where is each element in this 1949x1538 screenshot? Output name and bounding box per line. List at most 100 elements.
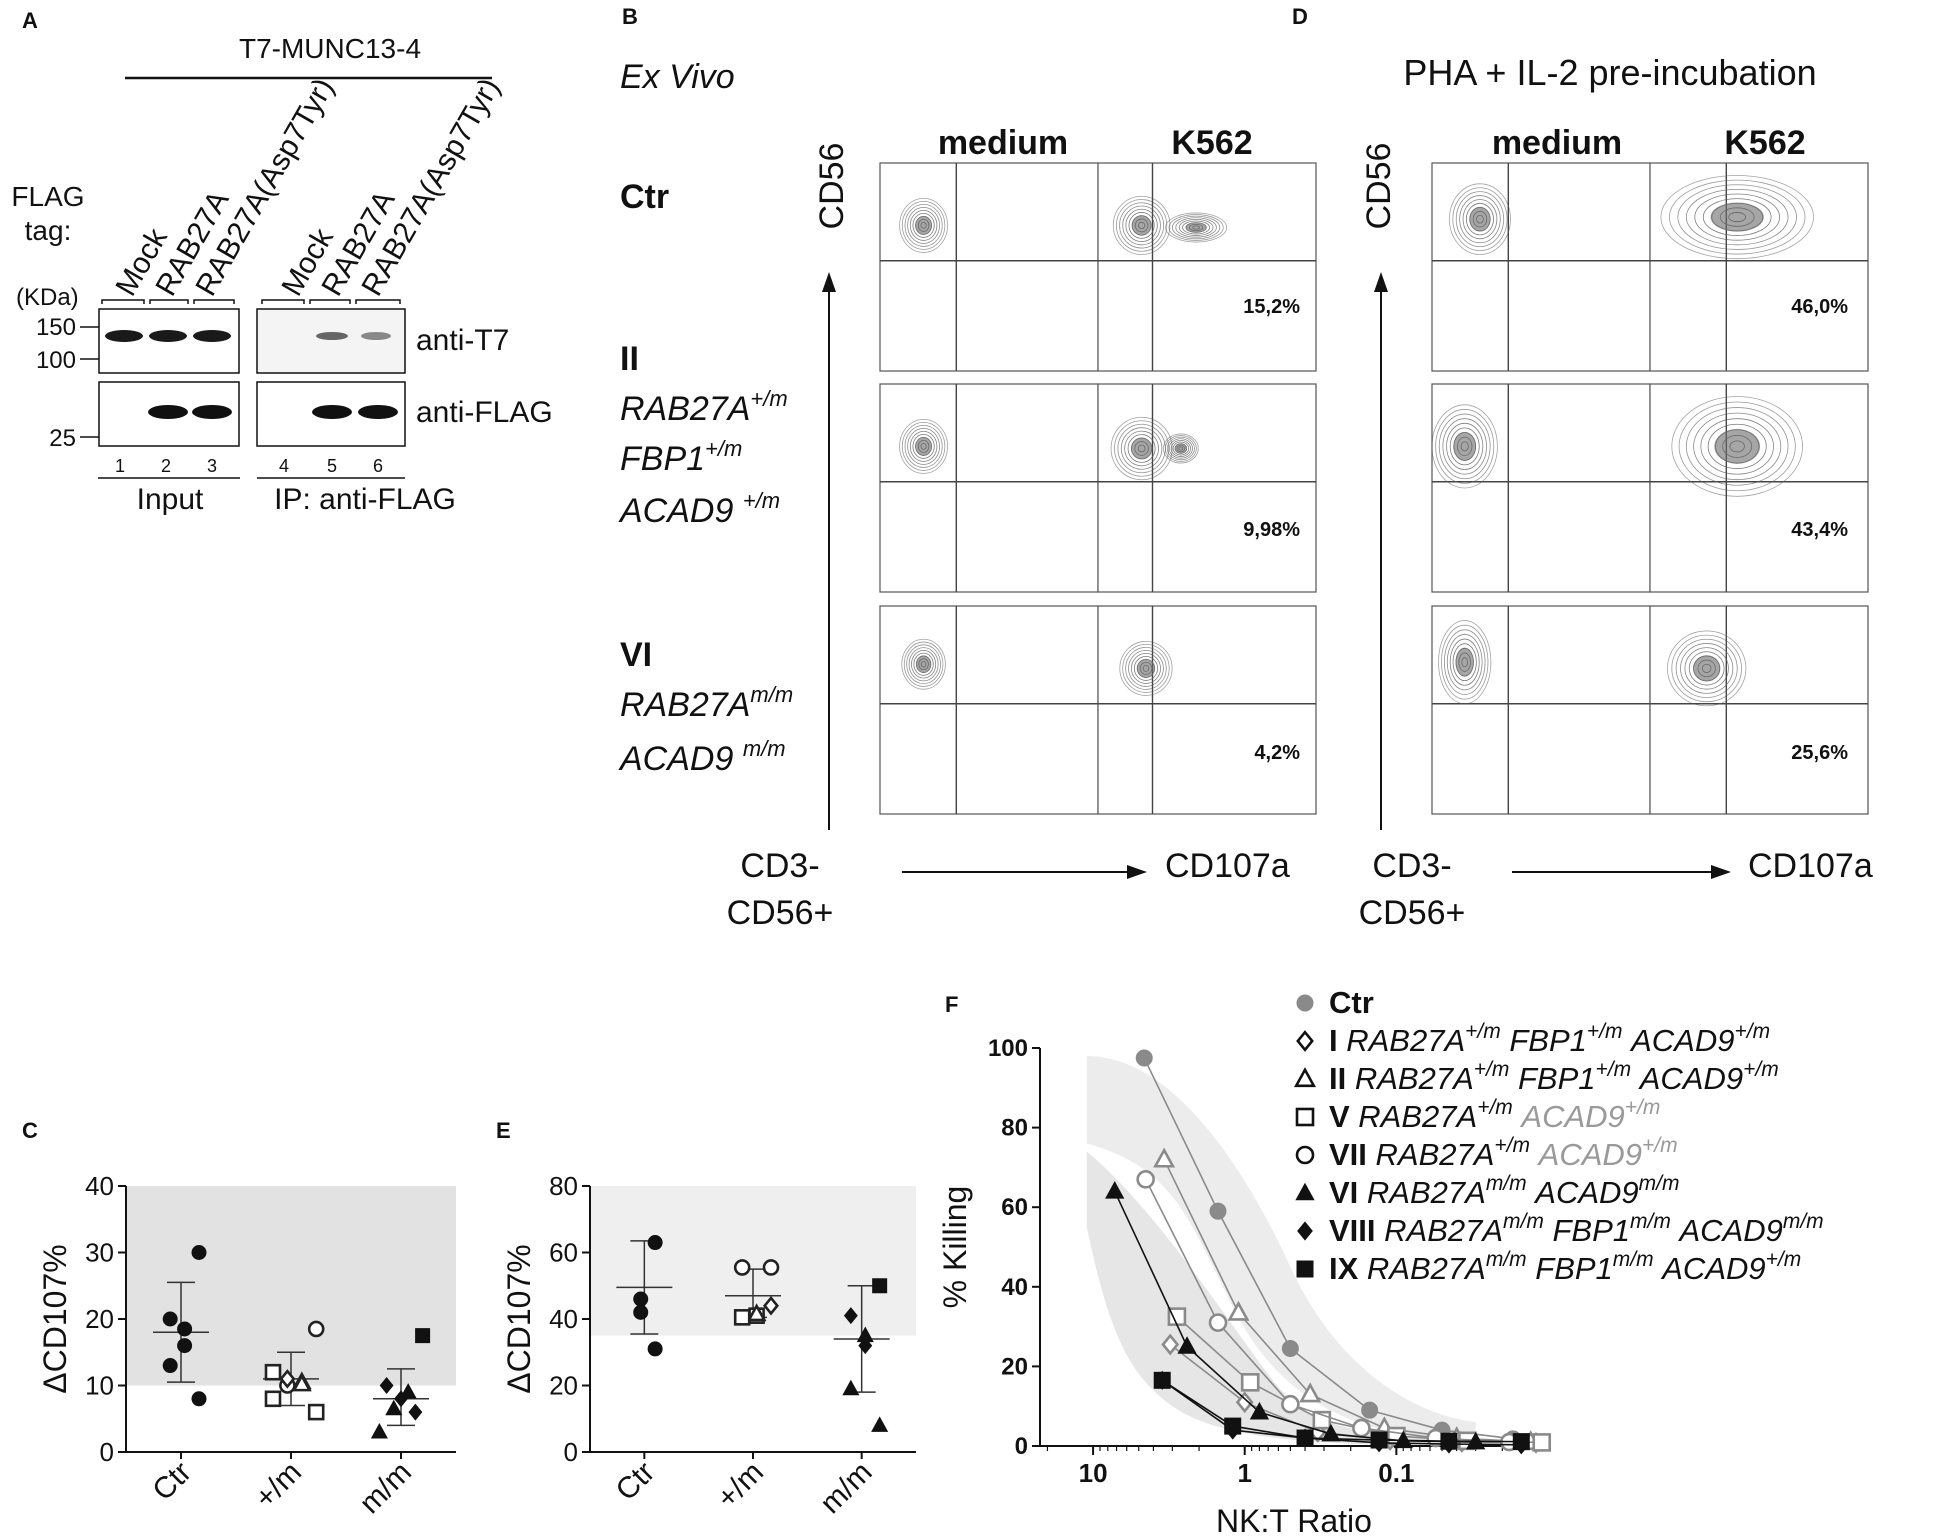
data-point [1361, 1401, 1379, 1419]
contour-line [1171, 215, 1221, 240]
contour-line [1163, 433, 1199, 464]
contour-line [913, 652, 934, 676]
data-point [1235, 1391, 1254, 1414]
contour-line [908, 647, 939, 682]
contour-line [1119, 640, 1173, 696]
gene-label: RAB27A+/m [620, 386, 788, 428]
contour-line [1110, 416, 1173, 481]
legend-id: I [1329, 1023, 1346, 1058]
legend-entry: IX RAB27Am/m FBP1m/m ACAD9+/m [1329, 1248, 1801, 1286]
data-point [1209, 1202, 1227, 1220]
row-label-ctr: Ctr [620, 178, 669, 216]
panel-letter-b: B [622, 4, 638, 29]
data-point [307, 1403, 325, 1421]
legend-marker [1296, 1030, 1314, 1052]
contour-line [1668, 179, 1806, 255]
data-point [379, 1377, 394, 1394]
legend-genotype: +/m [1766, 1248, 1802, 1271]
legend-genotype: m/m [1503, 1210, 1544, 1233]
x-tick-label: +/m [711, 1456, 770, 1515]
gene-label: RAB27Am/m [620, 682, 793, 724]
legend-marker [1295, 1107, 1315, 1127]
legend-genotype: +/m [1465, 1020, 1501, 1043]
data-point [843, 1307, 858, 1325]
contour-line [1133, 655, 1158, 681]
data-point [279, 1369, 296, 1389]
x-axis-label-cd107a: CD107a [1165, 847, 1290, 885]
contour-core [1469, 206, 1491, 232]
contour-line [1124, 430, 1159, 467]
series-line [1161, 1379, 1522, 1446]
legend-marker [1296, 1260, 1314, 1278]
contour-line [1125, 646, 1167, 690]
legend-id: Ctr [1329, 985, 1374, 1020]
blot-ip-t7 [256, 308, 406, 374]
data-point [1240, 1373, 1260, 1392]
contour-line [1667, 630, 1747, 707]
contour-core [915, 436, 932, 456]
y-tick-label: 20 [1001, 1353, 1028, 1380]
arrow-head [822, 272, 836, 292]
panel-d-flow-pha: PHA + IL-2 pre-incubation medium K562 CD… [1359, 52, 1873, 932]
arrow-head [1711, 865, 1731, 879]
percentage-label: 9,98% [1243, 519, 1300, 541]
legend-gene: ACAD9 [1533, 1175, 1638, 1210]
y-tick-label: 40 [1001, 1274, 1028, 1301]
x-tick-label: +/m [249, 1456, 308, 1515]
data-point [177, 1321, 193, 1337]
legend-spacer [1654, 1251, 1663, 1286]
legend-marker [1295, 1145, 1315, 1165]
legend-gene: RAB27A [1367, 1175, 1486, 1210]
legend-spacer [1527, 1175, 1536, 1210]
y-tick-label: 80 [1001, 1115, 1028, 1142]
x-tick-label: Ctr [146, 1456, 198, 1508]
arrow-head [1374, 272, 1388, 292]
contour-line [1452, 643, 1477, 682]
data-point [291, 1373, 312, 1392]
group-label-input: Input [137, 483, 204, 516]
contour-line [1120, 427, 1163, 470]
contour-line [1449, 638, 1480, 686]
legend-gene: FBP1 [1509, 1023, 1587, 1058]
legend-gene: ACAD9 [1660, 1251, 1765, 1286]
data-point [763, 1295, 779, 1316]
data-point [633, 1304, 649, 1320]
contour-line [1114, 420, 1170, 477]
legend-spacer [1671, 1213, 1680, 1248]
contour-line [1684, 647, 1729, 690]
data-point [1281, 1394, 1300, 1414]
legend-entry: II RAB27A+/m FBP1+/m ACAD9+/m [1329, 1058, 1779, 1096]
contour-line [1678, 401, 1796, 492]
contour-line [906, 644, 941, 685]
data-point [1153, 1371, 1171, 1389]
contour-line [1700, 418, 1774, 475]
data-point [633, 1291, 649, 1307]
panel-letter-d: D [1292, 4, 1308, 29]
y-axis-label: ΔCD107% [501, 1244, 537, 1393]
contour-line [1449, 427, 1480, 466]
legend-entry: Ctr [1329, 985, 1374, 1020]
panel-a-western-blot: T7-MUNC13-4 FLAG tag: (KDa) Mock RAB27A … [11, 33, 552, 516]
data-point [1105, 1181, 1125, 1199]
contour-line [911, 649, 937, 679]
contour-line [1455, 191, 1505, 248]
legend-genotype: +/m [1743, 1058, 1779, 1081]
data-point [307, 1320, 325, 1338]
series-line [1161, 1379, 1522, 1443]
flow-plot-frame [879, 605, 1099, 815]
legend-genotype: m/m [1486, 1172, 1527, 1195]
y-tick-label: 0 [564, 1437, 578, 1467]
x-axis-label-cd3: CD3- [740, 847, 819, 885]
construct-label: T7-MUNC13-4 [239, 33, 421, 64]
contour-line [901, 421, 946, 471]
legend-spacer [1530, 1137, 1539, 1172]
data-point [871, 1416, 889, 1432]
data-point [264, 1363, 282, 1381]
contour-line [909, 209, 938, 241]
arrow-head [1127, 865, 1147, 879]
contour-core [1455, 647, 1474, 677]
data-point [1281, 1339, 1299, 1357]
legend-id: VII [1329, 1137, 1376, 1172]
legend-gene: ACAD9 [1677, 1213, 1782, 1248]
